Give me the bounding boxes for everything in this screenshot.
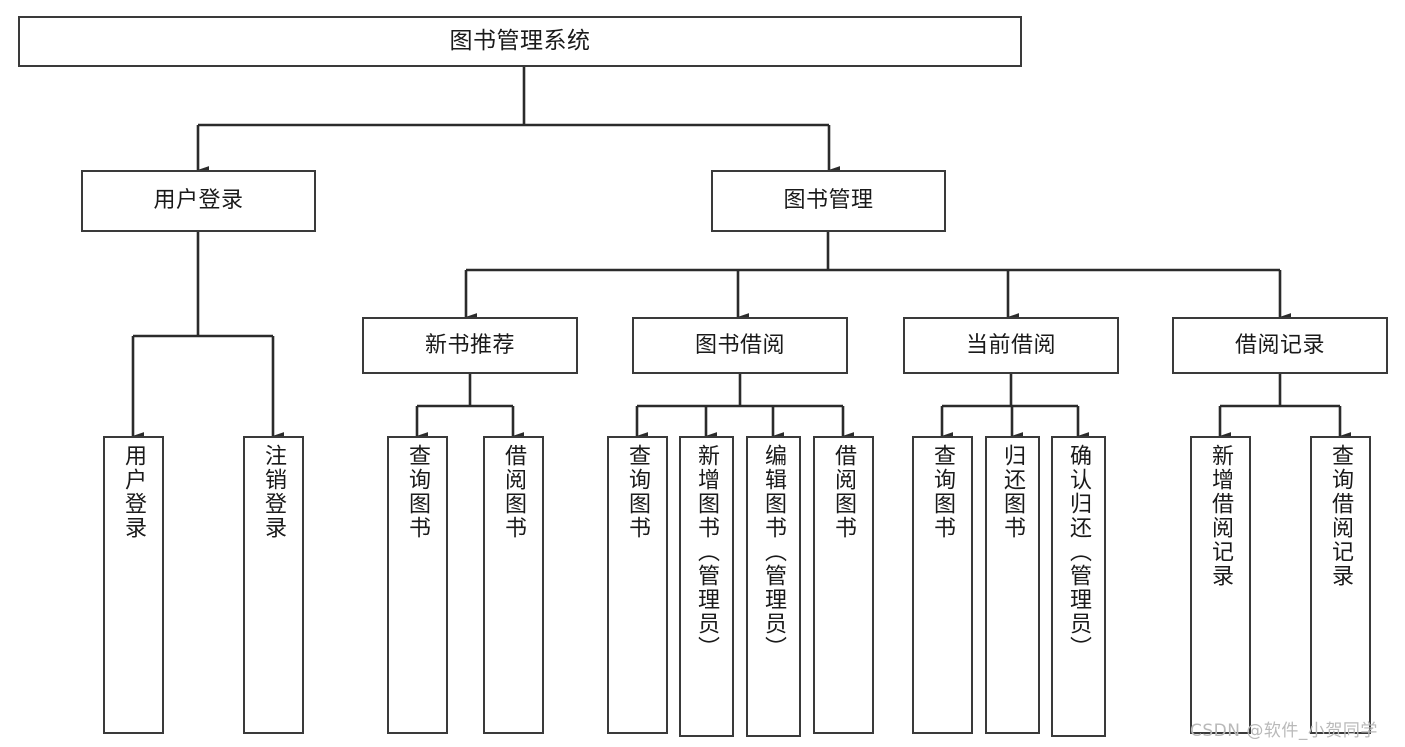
node-leaf-add-borrow-record[interactable]: 新增借阅记录 bbox=[1190, 436, 1251, 734]
node-label: 用户登录 bbox=[153, 188, 244, 214]
node-leaf-edit-book-admin[interactable]: 编辑图书（管理员） bbox=[746, 436, 801, 737]
node-label: 新书推荐 bbox=[424, 332, 515, 358]
node-label: 注销登录 bbox=[261, 444, 287, 540]
node-label: 图书管理 bbox=[783, 188, 874, 214]
node-label: 当前借阅 bbox=[965, 332, 1056, 358]
node-root-book-management-system[interactable]: 图书管理系统 bbox=[18, 16, 1022, 67]
node-label: 图书借阅 bbox=[694, 332, 785, 358]
node-user-login[interactable]: 用户登录 bbox=[81, 170, 316, 232]
node-book-management[interactable]: 图书管理 bbox=[711, 170, 946, 232]
node-book-borrow[interactable]: 图书借阅 bbox=[632, 317, 848, 374]
node-leaf-add-book-admin[interactable]: 新增图书（管理员） bbox=[679, 436, 734, 737]
node-leaf-return-book[interactable]: 归还图书 bbox=[985, 436, 1040, 734]
node-label: 新增借阅记录 bbox=[1208, 444, 1234, 588]
node-leaf-user-login[interactable]: 用户登录 bbox=[103, 436, 164, 734]
node-borrow-record[interactable]: 借阅记录 bbox=[1172, 317, 1388, 374]
node-label: 查询图书 bbox=[930, 444, 956, 540]
node-new-book-recommend[interactable]: 新书推荐 bbox=[362, 317, 578, 374]
node-leaf-borrow-book-recommend[interactable]: 借阅图书 bbox=[483, 436, 544, 734]
node-label: 借阅图书 bbox=[831, 444, 857, 540]
csdn-watermark: CSDN @软件_小贺同学 bbox=[1190, 721, 1378, 741]
node-label: 查询借阅记录 bbox=[1328, 444, 1354, 588]
node-label: 用户登录 bbox=[121, 444, 147, 540]
node-label: 编辑图书（管理员） bbox=[761, 444, 787, 660]
node-label: 新增图书（管理员） bbox=[694, 444, 720, 660]
node-leaf-query-book-recommend[interactable]: 查询图书 bbox=[387, 436, 448, 734]
node-leaf-query-book-current[interactable]: 查询图书 bbox=[912, 436, 973, 734]
node-label: 借阅图书 bbox=[501, 444, 527, 540]
node-leaf-logout[interactable]: 注销登录 bbox=[243, 436, 304, 734]
node-label: 归还图书 bbox=[1000, 444, 1026, 540]
node-label: 查询图书 bbox=[625, 444, 651, 540]
node-label: 借阅记录 bbox=[1234, 332, 1325, 358]
node-current-borrow[interactable]: 当前借阅 bbox=[903, 317, 1119, 374]
node-leaf-confirm-return-admin[interactable]: 确认归还（管理员） bbox=[1051, 436, 1106, 737]
node-leaf-query-borrow-record[interactable]: 查询借阅记录 bbox=[1310, 436, 1371, 734]
node-leaf-query-book-borrow[interactable]: 查询图书 bbox=[607, 436, 668, 734]
node-label: 确认归还（管理员） bbox=[1066, 444, 1092, 660]
node-label: 图书管理系统 bbox=[449, 27, 591, 54]
node-leaf-borrow-book[interactable]: 借阅图书 bbox=[813, 436, 874, 734]
node-label: 查询图书 bbox=[405, 444, 431, 540]
